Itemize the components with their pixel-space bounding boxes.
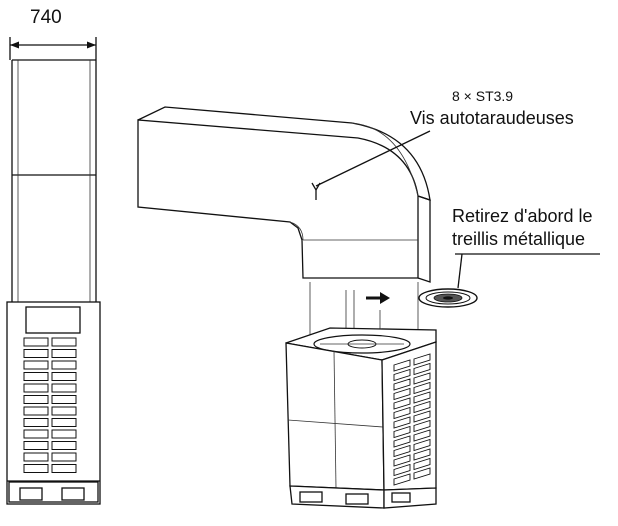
louver-slat <box>413 362 431 376</box>
side-view <box>6 37 101 505</box>
louver-slat <box>51 360 77 370</box>
alignment-lines <box>309 282 419 338</box>
louver-slat <box>51 418 77 427</box>
side-unit <box>6 301 101 505</box>
louver-slat <box>51 337 77 347</box>
wire-mesh-icon <box>418 288 478 308</box>
louver-slat <box>51 383 77 393</box>
louver-slat <box>393 359 411 372</box>
louver-slat <box>23 395 49 404</box>
louver-slat <box>23 429 49 439</box>
louver-slat <box>413 419 431 433</box>
louver-slat <box>51 441 77 450</box>
louver-slat <box>393 444 411 458</box>
louver-slat <box>393 416 411 429</box>
side-duct <box>11 59 97 302</box>
louver-slat <box>413 353 431 366</box>
louver-slat <box>413 381 431 395</box>
louver-slat <box>413 400 431 414</box>
louver-slat <box>393 435 411 448</box>
louver-slat <box>23 337 49 347</box>
louver-slat <box>23 372 49 381</box>
louver-slat <box>393 378 411 391</box>
remove-mesh-label-line2: treillis métallique <box>452 229 586 249</box>
louver-slat <box>413 429 431 442</box>
mesh-leader <box>457 253 463 289</box>
louver-slat <box>413 467 431 480</box>
louver-slat <box>23 360 49 370</box>
remove-mesh-label-line1: Retirez d'abord le <box>452 206 593 226</box>
louver-slat <box>413 457 431 471</box>
louver-slat <box>393 397 411 410</box>
louver-slat <box>51 429 77 439</box>
louver-slat <box>393 463 411 477</box>
louver-slat <box>393 425 411 439</box>
screw-leader <box>311 130 431 200</box>
louver-slat <box>23 406 49 416</box>
screw-spec-label: 8 × ST3.9 <box>452 88 514 104</box>
louver-slat <box>393 473 411 486</box>
louver-slat <box>23 452 49 462</box>
louver-slat <box>393 387 411 401</box>
louver-slat <box>393 454 411 467</box>
louver-slat <box>51 464 77 473</box>
louver-slat <box>51 395 77 404</box>
louver-slat <box>23 349 49 358</box>
width-dimension-line <box>9 37 97 60</box>
louver-slat <box>23 464 49 473</box>
louver-slat <box>23 383 49 393</box>
louver-slat <box>23 441 49 450</box>
louver-slat <box>413 391 431 404</box>
louver-slat <box>51 452 77 462</box>
louver-slat <box>393 368 411 382</box>
louver-slat <box>393 406 411 420</box>
louver-slat <box>413 372 431 385</box>
louver-slat <box>51 372 77 381</box>
louver-slat <box>413 448 431 461</box>
width-dimension-label: 740 <box>30 7 62 28</box>
screw-description-label: Vis autotaraudeuses <box>410 108 574 128</box>
louver-slat <box>413 438 431 452</box>
louver-slat <box>51 349 77 358</box>
outdoor-unit <box>285 327 437 509</box>
louver-slat <box>413 410 431 423</box>
louver-slat <box>51 406 77 416</box>
louver-slat <box>23 418 49 427</box>
elbow-duct <box>137 106 431 283</box>
